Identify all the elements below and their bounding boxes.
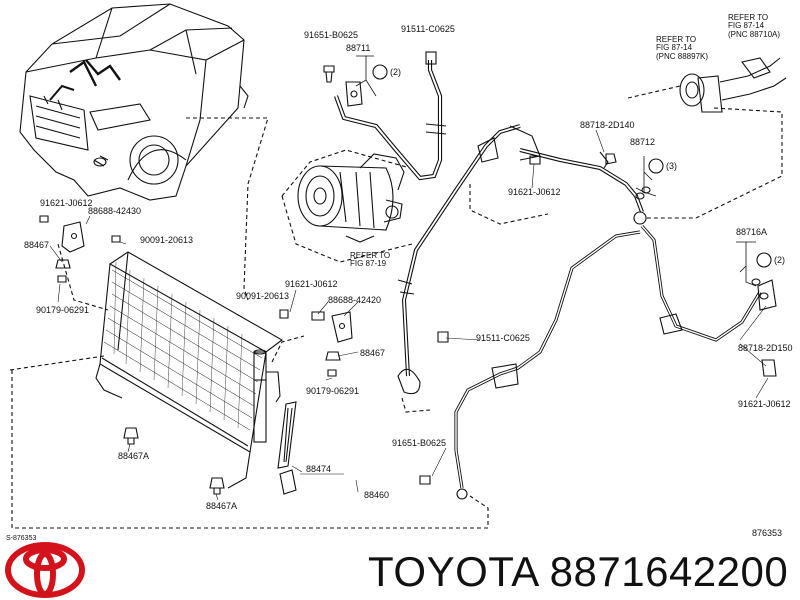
bolts-top — [323, 65, 335, 83]
label-91621-j0612-right: 91621-J0612 — [738, 399, 791, 409]
ref-line-1: REFER TO — [728, 13, 769, 22]
liquid-line — [397, 124, 521, 395]
label-88467-center: 88467 — [360, 348, 386, 358]
ref-line-1: REFER TO — [656, 35, 697, 44]
bracket-center — [279, 309, 353, 377]
ref-line-3: (PNC 88897K) — [656, 51, 709, 61]
label-88688-42430: 88688-42430 — [88, 206, 142, 216]
ref-line-1: REFER TO — [350, 251, 391, 260]
label-qty-2-right: (2) — [774, 255, 785, 265]
low-pressure-pipe — [454, 224, 762, 500]
label-91621-j0612-mid: 91621-J0612 — [508, 187, 561, 197]
label-91651-b0625-top: 91651-B0625 — [304, 30, 359, 40]
ref-line-2: FIG 87-14 — [728, 21, 765, 31]
label-88474: 88474 — [306, 464, 332, 474]
label-90091-20613-center: 90091-20613 — [236, 291, 290, 301]
ref-line-3: (PNC 88710A) — [728, 29, 781, 39]
ref-fig-87-19: REFER TO FIG 87-19 — [350, 251, 391, 269]
discharge-hose — [334, 51, 447, 181]
condenser — [95, 251, 283, 489]
ref-fig-87-14-b: REFER TO FIG 87-14 (PNC 88710A) — [728, 13, 781, 39]
ref-line-2: FIG 87-14 — [656, 43, 693, 53]
label-91511-c0625-mid: 91511-C0625 — [476, 333, 530, 343]
part-number-heading: TOYOTA 8871642200 — [368, 548, 789, 595]
ref-line-2: FIG 87-19 — [350, 259, 387, 269]
label-88467a-2: 88467A — [206, 501, 238, 511]
label-91511-c0625-top: 91511-C0625 — [401, 24, 455, 34]
label-88716a: 88716A — [736, 227, 768, 237]
label-88688-42420: 88688-42420 — [328, 295, 382, 305]
corner-code: S-876353 — [6, 535, 37, 542]
figure-code: 876353 — [752, 528, 783, 538]
toyota-logo-icon — [5, 542, 85, 598]
label-qty-2-top: (2) — [390, 67, 401, 77]
label-88718-2d150: 88718-2D150 — [738, 343, 793, 353]
label-88467a-1: 88467A — [118, 451, 150, 461]
label-90179-06291-left: 90179-06291 — [36, 305, 90, 315]
label-88467-left: 88467 — [24, 240, 50, 250]
desiccant-parts — [277, 401, 297, 495]
ref-fig-87-14-a: REFER TO FIG 87-14 (PNC 88897K) — [656, 35, 709, 61]
vehicle-illustration — [19, 3, 249, 201]
right-fittings — [679, 57, 787, 377]
label-90179-06291-center: 90179-06291 — [306, 386, 360, 396]
label-91651-b0625-bottom: 91651-B0625 — [392, 438, 447, 448]
suction-hose — [509, 125, 647, 225]
label-91621-j0612-center: 91621-J0612 — [285, 279, 338, 289]
label-88712: 88712 — [630, 137, 656, 147]
label-88711: 88711 — [346, 43, 371, 53]
compressor — [297, 153, 405, 243]
label-91621-j0612-left: 91621-J0612 — [40, 198, 93, 208]
label-88718-2d140: 88718-2D140 — [580, 120, 635, 130]
label-90091-20613-left: 90091-20613 — [140, 235, 194, 245]
label-88460: 88460 — [364, 490, 390, 500]
label-qty-3: (3) — [666, 161, 677, 171]
